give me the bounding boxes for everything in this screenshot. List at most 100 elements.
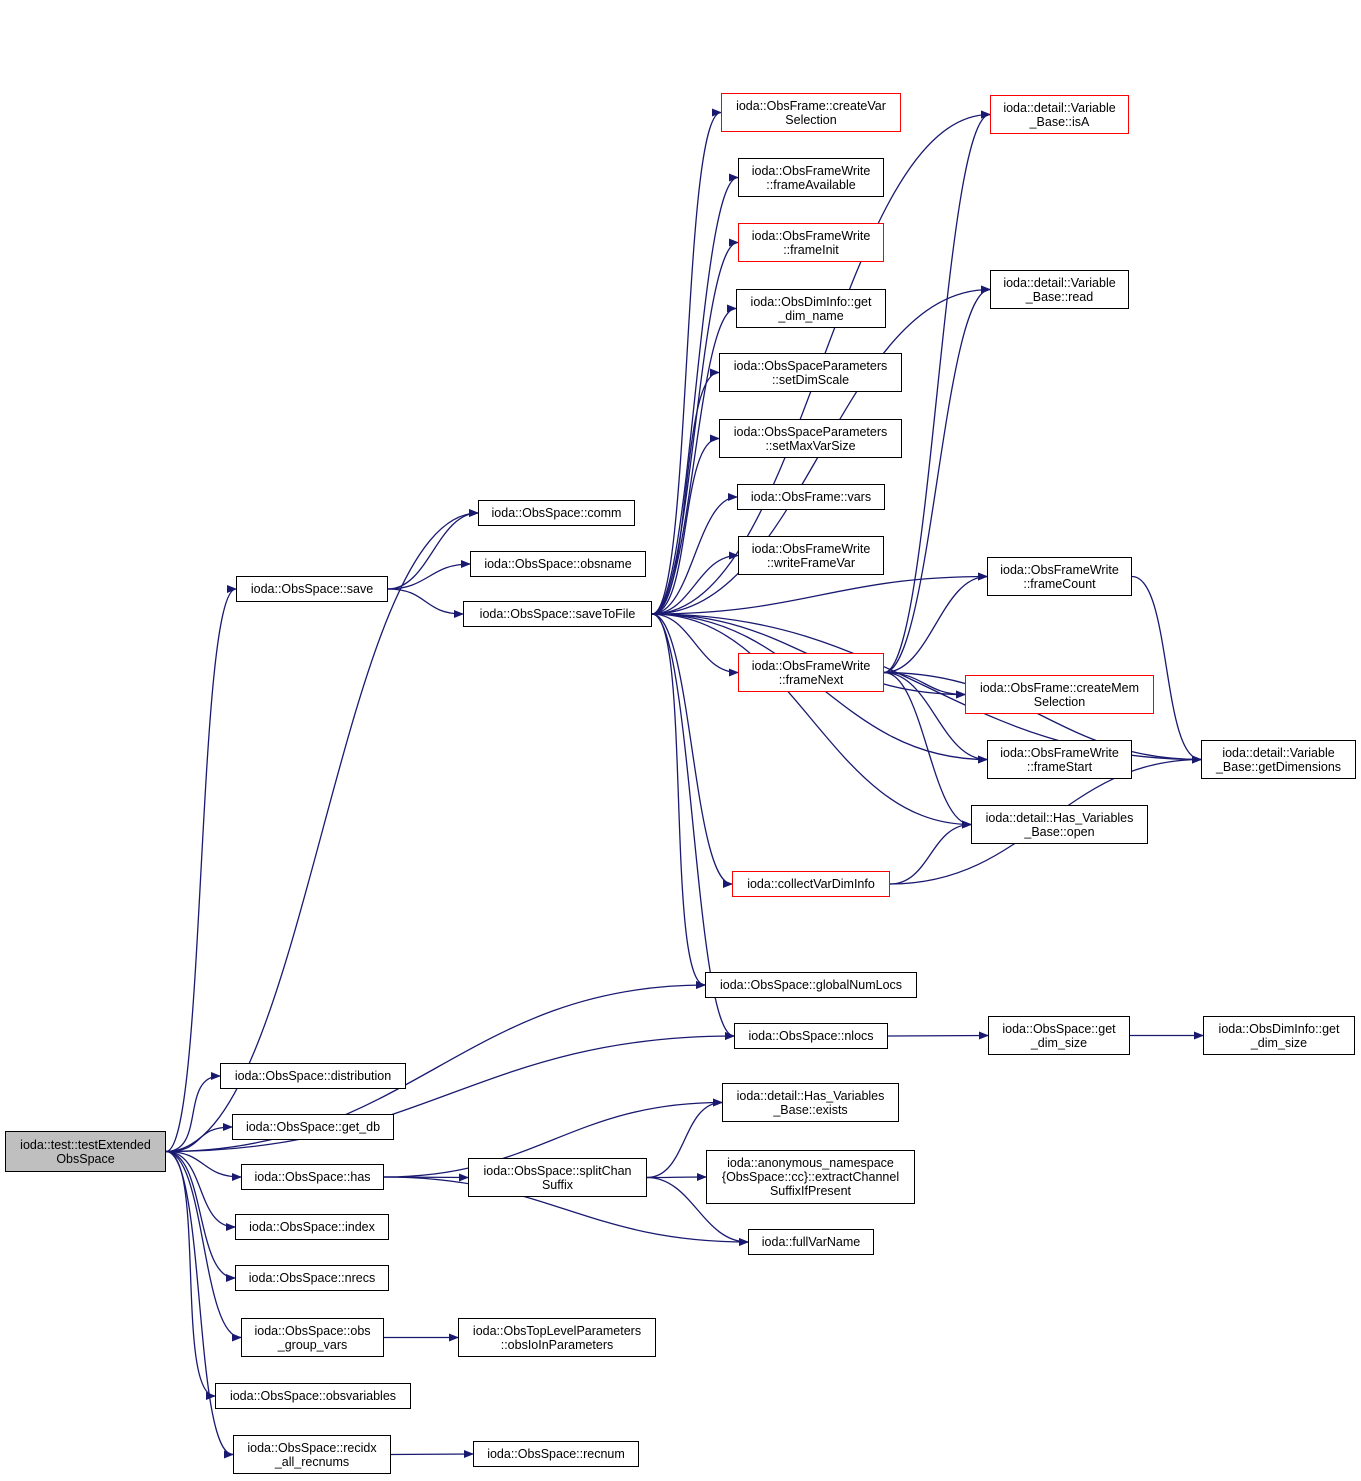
node-frameInit[interactable]: ioda::ObsFrameWrite::frameInit (738, 223, 884, 262)
node-comm[interactable]: ioda::ObsSpace::comm (478, 500, 635, 526)
node-extractChannel[interactable]: ioda::anonymous_namespace{ObsSpace::cc}:… (706, 1150, 915, 1204)
edge-root-to-has (165, 1150, 242, 1181)
node-label-line: ioda::ObsSpace::save (250, 582, 374, 596)
node-label-line: ObsSpace (56, 1151, 115, 1166)
edge-frameCount-to-getDimensions (1131, 575, 1202, 764)
edge-splitChanSuffix-to-extractChannel (646, 1173, 707, 1182)
node-isA[interactable]: ioda::detail::Variable_Base::isA (990, 95, 1129, 134)
node-exists[interactable]: ioda::detail::Has_Variables_Base::exists (722, 1083, 899, 1122)
edge-saveToFile-to-nlocs (651, 613, 735, 1040)
node-label-line: ioda::ObsDimInfo::get (1218, 1021, 1340, 1036)
node-has[interactable]: ioda::ObsSpace::has (241, 1164, 384, 1190)
node-getDb[interactable]: ioda::ObsSpace::get_db (232, 1114, 394, 1140)
node-frameNext[interactable]: ioda::ObsFrameWrite::frameNext (738, 653, 884, 692)
node-getDimSizeSpace[interactable]: ioda::ObsSpace::get_dim_size (988, 1016, 1130, 1055)
node-label-line: ioda::ObsSpaceParameters (733, 358, 888, 373)
edge-has-to-fullVarName (383, 1176, 749, 1246)
edge-saveToFile-to-frameVars (651, 493, 738, 615)
node-label-line: ioda::ObsSpace::comm (491, 506, 622, 520)
node-frameStart[interactable]: ioda::ObsFrameWrite::frameStart (987, 740, 1132, 779)
node-setDimScale[interactable]: ioda::ObsSpaceParameters::setDimScale (719, 353, 902, 392)
node-obsname[interactable]: ioda::ObsSpace::obsname (470, 551, 646, 577)
node-label-line: ioda::ObsFrame::createVar (736, 98, 886, 113)
node-label-line: ioda::ObsSpace::index (249, 1220, 375, 1234)
node-label-line: ioda::ObsSpace::splitChan (483, 1163, 632, 1178)
node-open[interactable]: ioda::detail::Has_Variables_Base::open (971, 805, 1148, 844)
edge-root-to-index (165, 1150, 236, 1231)
node-label-line: ioda::ObsSpace::get (1002, 1021, 1116, 1036)
node-label-line: ioda::ObsSpace::recidx (247, 1440, 377, 1455)
node-label-line: ::frameAvailable (766, 177, 856, 192)
node-label-line: ioda::fullVarName (761, 1235, 861, 1249)
node-frameVars[interactable]: ioda::ObsFrame::vars (737, 484, 885, 510)
edge-root-to-recidxAllRecnums (165, 1150, 234, 1459)
node-obsGroupVars[interactable]: ioda::ObsSpace::obs_group_vars (241, 1318, 384, 1357)
node-label-line: ::obsIoInParameters (500, 1337, 614, 1352)
node-read[interactable]: ioda::detail::Variable_Base::read (990, 270, 1129, 309)
node-label-line: ::setMaxVarSize (765, 438, 856, 453)
edge-saveToFile-to-collectVarDimInfo (651, 613, 733, 888)
node-getDimensions[interactable]: ioda::detail::Variable_Base::getDimensio… (1201, 740, 1356, 779)
node-label-line: ioda::ObsSpaceParameters (733, 424, 888, 439)
node-label-line: ::frameStart (1026, 759, 1093, 774)
node-label-line: ioda::ObsSpace::saveToFile (479, 607, 636, 621)
node-label-line: ioda::detail::Has_Variables (736, 1088, 885, 1103)
node-getDimNameInfo[interactable]: ioda::ObsDimInfo::get_dim_name (736, 289, 886, 328)
node-label-line: ioda::ObsSpace::nlocs (748, 1029, 874, 1043)
node-label-line: ioda::ObsSpace::distribution (234, 1069, 392, 1083)
node-frameCount[interactable]: ioda::ObsFrameWrite::frameCount (987, 557, 1132, 596)
node-label-line: ioda::test::testExtended (20, 1137, 151, 1152)
node-setMaxVarSize[interactable]: ioda::ObsSpaceParameters::setMaxVarSize (719, 419, 902, 458)
edge-root-to-obsvariables (165, 1150, 216, 1400)
node-writeFrameVar[interactable]: ioda::ObsFrameWrite::writeFrameVar (738, 536, 884, 575)
edge-collectVarDimInfo-to-open (889, 820, 972, 885)
node-label-line: _Base::open (1024, 824, 1095, 839)
node-index[interactable]: ioda::ObsSpace::index (235, 1214, 389, 1240)
edge-saveToFile-to-frameInit (651, 238, 739, 615)
node-save[interactable]: ioda::ObsSpace::save (236, 576, 388, 602)
node-label-line: ioda::ObsSpace::globalNumLocs (719, 978, 903, 992)
node-nrecs[interactable]: ioda::ObsSpace::nrecs (235, 1265, 389, 1291)
node-label-line: SuffixIfPresent (769, 1184, 852, 1198)
edge-save-to-comm (387, 509, 479, 590)
node-globalNumLocs[interactable]: ioda::ObsSpace::globalNumLocs (705, 972, 917, 998)
node-recidxAllRecnums[interactable]: ioda::ObsSpace::recidx_all_recnums (233, 1435, 391, 1474)
node-label-line: ioda::ObsTopLevelParameters (472, 1323, 642, 1338)
edge-root-to-comm (165, 509, 479, 1153)
edge-saveToFile-to-frameAvailable (651, 173, 739, 615)
edge-saveToFile-to-frameNext (651, 613, 739, 677)
node-label-line: ioda::detail::Has_Variables (985, 810, 1134, 825)
node-obsvariables[interactable]: ioda::ObsSpace::obsvariables (215, 1383, 411, 1409)
node-distribution[interactable]: ioda::ObsSpace::distribution (220, 1063, 406, 1089)
edge-saveToFile-to-getDimNameInfo (651, 304, 737, 615)
edge-frameNext-to-read (883, 285, 991, 674)
node-nlocs[interactable]: ioda::ObsSpace::nlocs (734, 1023, 888, 1049)
edge-splitChanSuffix-to-fullVarName (646, 1176, 749, 1246)
edge-nlocs-to-getDimSizeSpace (887, 1031, 989, 1040)
node-label-line: ioda::ObsFrame::vars (750, 490, 872, 504)
node-fullVarName[interactable]: ioda::fullVarName (748, 1229, 874, 1255)
node-saveToFile[interactable]: ioda::ObsSpace::saveToFile (463, 601, 652, 627)
node-label-line: ::frameInit (783, 242, 839, 257)
node-label-line: ioda::ObsSpace::nrecs (248, 1271, 376, 1285)
node-label-line: ioda::ObsFrameWrite (751, 541, 871, 556)
node-getDimSizeInfo[interactable]: ioda::ObsDimInfo::get_dim_size (1203, 1016, 1355, 1055)
edge-frameNext-to-getDimensions (883, 671, 1202, 764)
node-label-line: ::setDimScale (771, 372, 850, 387)
node-label-line: ioda::anonymous_namespace (727, 1156, 894, 1170)
node-label-line: Selection (785, 112, 837, 127)
node-label-line: ioda::ObsFrameWrite (1000, 562, 1119, 577)
node-label-line: ioda::ObsFrame::createMem (979, 680, 1140, 695)
node-label-line: ioda::ObsSpace::recnum (487, 1447, 625, 1461)
node-label-line: ioda::collectVarDimInfo (747, 877, 875, 891)
edge-saveToFile-to-setMaxVarSize (651, 434, 720, 615)
node-label-line: ioda::ObsSpace::obsvariables (229, 1389, 397, 1403)
node-recnum[interactable]: ioda::ObsSpace::recnum (473, 1441, 639, 1467)
node-frameAvailable[interactable]: ioda::ObsFrameWrite::frameAvailable (738, 158, 884, 197)
node-obsIoInParameters[interactable]: ioda::ObsTopLevelParameters::obsIoInPara… (458, 1318, 656, 1357)
node-collectVarDimInfo[interactable]: ioda::collectVarDimInfo (732, 871, 890, 897)
